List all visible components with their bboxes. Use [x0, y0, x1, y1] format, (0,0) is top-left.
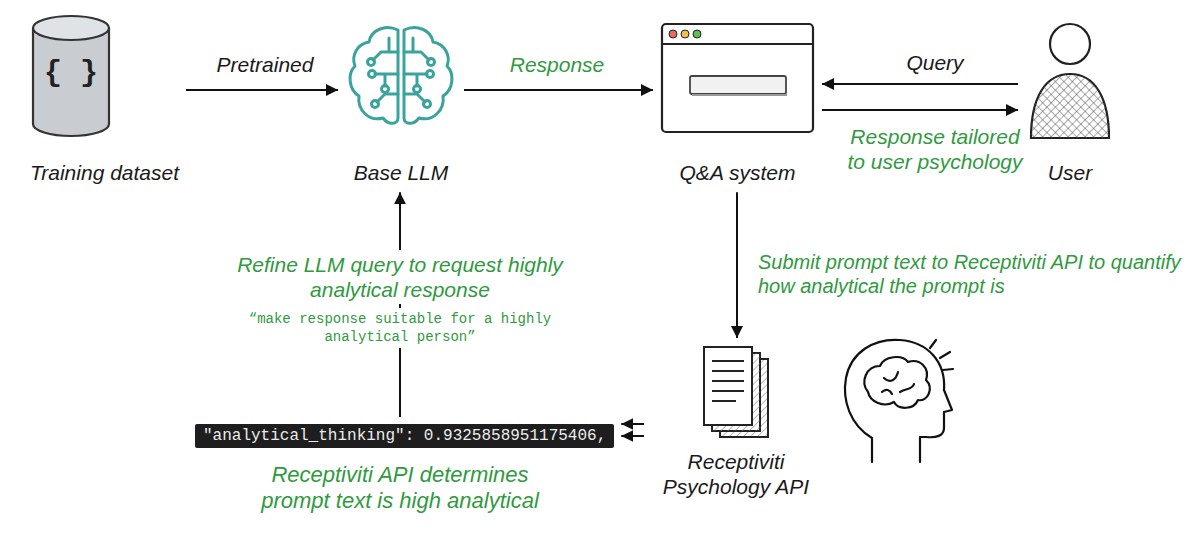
- edge-label-box: Response tailored to user psychology: [840, 124, 1030, 174]
- user-node: User: [1025, 18, 1115, 140]
- database-node: { }Training dataset: [30, 12, 112, 140]
- node-text: Receptiviti Psychology API: [651, 449, 821, 499]
- node-text-box: Base LLM: [354, 160, 449, 185]
- llm-node: Base LLM: [345, 22, 457, 130]
- edge-label: Query: [906, 50, 963, 75]
- thought-sparks: [930, 340, 953, 370]
- note-label: “make response suitable for a highly ana…: [231, 308, 569, 348]
- brain-circuit-icon: [345, 22, 457, 130]
- brain-outline: [864, 357, 929, 408]
- edge-label-box: Response: [510, 52, 605, 77]
- user-figure: [1025, 18, 1115, 140]
- edge-label: Response: [510, 52, 605, 77]
- edge-label: Pretrained: [217, 52, 314, 77]
- head-outline: [845, 340, 952, 462]
- edge-label-box: Pretrained: [217, 52, 314, 77]
- node-text-box: "analytical_thinking": 0.932585895117540…: [195, 424, 614, 448]
- browser-window: [660, 22, 815, 134]
- document-stack: [700, 345, 772, 440]
- arrow-connector: [822, 109, 1018, 111]
- node-text: { }: [44, 56, 98, 90]
- edge-label-box: Submit prompt text to Receptiviti API to…: [758, 250, 1188, 298]
- node-text-box: Receptiviti Psychology API: [651, 449, 821, 499]
- note-label: Receptiviti API determines prompt text i…: [235, 462, 565, 515]
- edge-label-box: Refine LLM query to request highly analy…: [211, 250, 589, 304]
- node-text-box: Training dataset: [30, 160, 179, 185]
- edge-label: Response tailored to user psychology: [840, 124, 1030, 174]
- note-box: Receptiviti API determines prompt text i…: [235, 462, 565, 515]
- node-text: "analytical_thinking": 0.932585895117540…: [195, 424, 614, 448]
- node-text: User: [1048, 160, 1092, 185]
- node-text: Training dataset: [30, 160, 179, 185]
- api-node: Receptiviti Psychology API: [700, 345, 772, 440]
- node-text: Q&A system: [680, 160, 796, 185]
- json-result-box: "analytical_thinking": 0.932585895117540…: [195, 424, 614, 448]
- edge-label: Submit prompt text to Receptiviti API to…: [758, 250, 1188, 298]
- edge-label: Refine LLM query to request highly analy…: [211, 250, 589, 304]
- arrow-connector: [621, 423, 644, 425]
- arrow-connector: [399, 192, 401, 417]
- node-text-box: User: [1048, 160, 1092, 185]
- brain-folds: [882, 372, 914, 394]
- arrow-connector: [621, 435, 644, 437]
- arrow-connector: [186, 89, 338, 91]
- node-text: Base LLM: [354, 160, 449, 185]
- qa-system-node: Q&A system: [660, 22, 815, 134]
- edge-label-box: Query: [906, 50, 963, 75]
- arrow-connector: [464, 89, 653, 91]
- note-box: “make response suitable for a highly ana…: [231, 308, 569, 348]
- arrow-connector: [822, 83, 1018, 85]
- node-text-box: { }: [44, 56, 98, 90]
- node-text-box: Q&A system: [680, 160, 796, 185]
- arrow-connector: [736, 192, 738, 338]
